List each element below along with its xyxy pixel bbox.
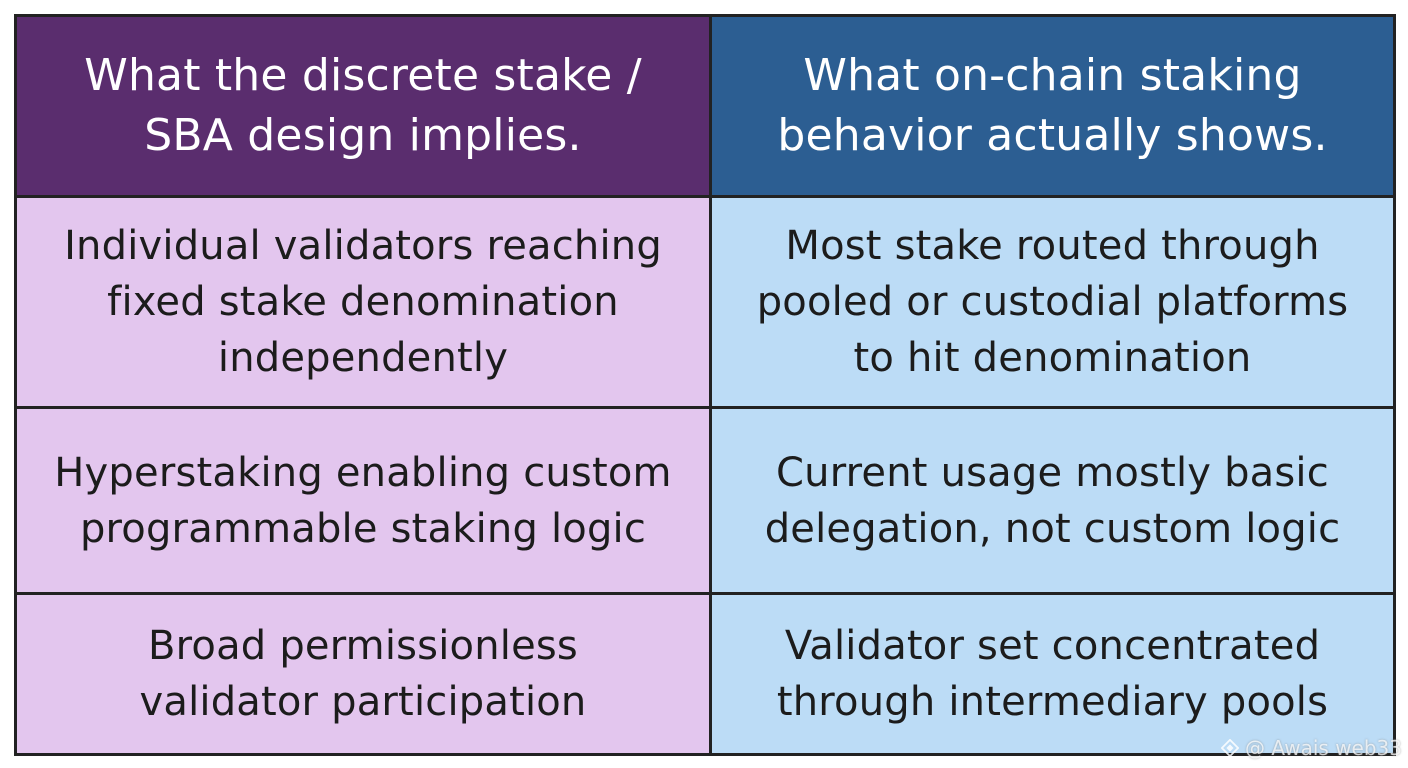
watermark: @ Awais web33: [1221, 736, 1402, 760]
header-onchain-shows: What on-chain staking behavior actually …: [712, 17, 1393, 195]
header-right-text: What on-chain staking behavior actually …: [777, 50, 1328, 161]
row-3-design-cell: Broad permissionless validator participa…: [17, 595, 709, 753]
row-1-behavior-cell: Most stake routed through pooled or cust…: [712, 198, 1393, 406]
row-1-left-text: Individual validators reaching fixed sta…: [64, 223, 662, 381]
diamond-logo-icon: [1221, 739, 1240, 757]
comparison-table: What the discrete stake / SBA design imp…: [14, 14, 1396, 756]
row-2-right-text: Current usage mostly basic delegation, n…: [764, 449, 1341, 552]
row-3-left-text: Broad permissionless validator participa…: [139, 623, 587, 725]
row-1-right-text: Most stake routed through pooled or cust…: [756, 223, 1349, 381]
row-2-left-text: Hyperstaking enabling custom programmabl…: [54, 449, 672, 552]
row-2-design-cell: Hyperstaking enabling custom programmabl…: [17, 409, 709, 592]
header-design-implies: What the discrete stake / SBA design imp…: [17, 17, 709, 195]
header-left-text: What the discrete stake / SBA design imp…: [84, 50, 642, 161]
row-1-design-cell: Individual validators reaching fixed sta…: [17, 198, 709, 406]
row-3-behavior-cell: Validator set concentrated through inter…: [712, 595, 1393, 753]
row-3-right-text: Validator set concentrated through inter…: [776, 623, 1329, 725]
watermark-text: @ Awais web33: [1245, 736, 1402, 760]
row-2-behavior-cell: Current usage mostly basic delegation, n…: [712, 409, 1393, 592]
